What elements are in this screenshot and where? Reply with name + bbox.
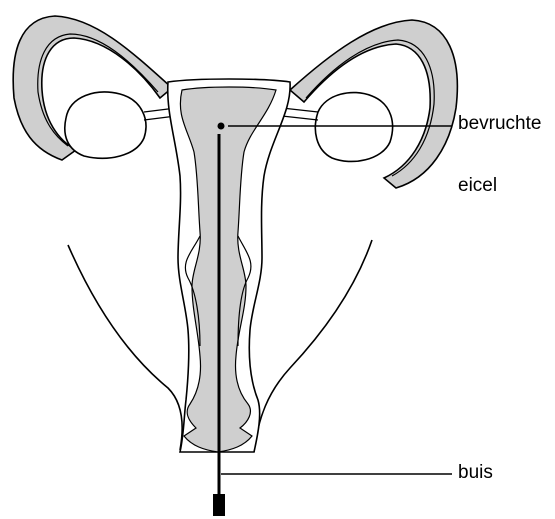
catheter-end — [213, 494, 225, 516]
ovary-left — [65, 92, 146, 158]
ovary-right — [315, 93, 392, 162]
label-fertilized-egg-line1: bevruchte — [458, 112, 541, 136]
label-fertilized-egg-line2: eicel — [458, 174, 497, 198]
pelvic-outline-left — [68, 245, 182, 450]
label-tube: buis — [458, 461, 493, 485]
ovarian-ligament-right — [282, 108, 318, 120]
fertilized-egg — [218, 123, 225, 130]
pelvic-outline-right — [254, 240, 372, 452]
